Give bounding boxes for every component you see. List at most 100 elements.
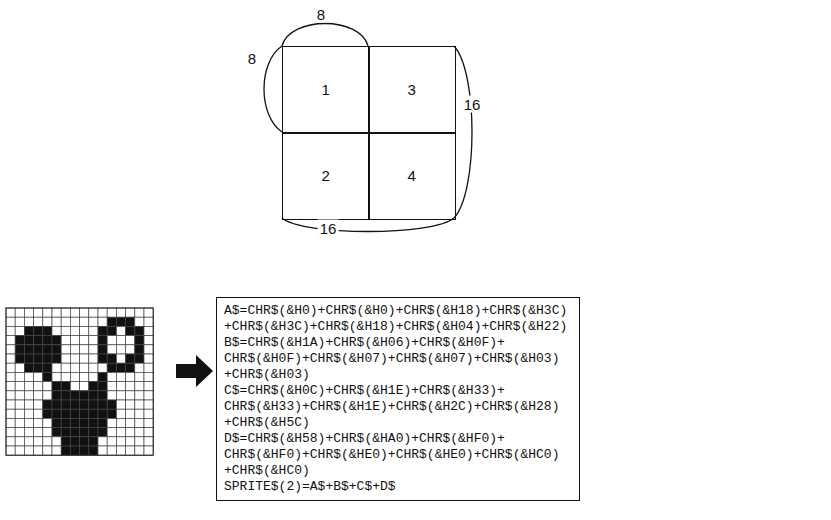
pixel-cell bbox=[89, 372, 98, 381]
pixel-cell bbox=[107, 391, 116, 400]
pixel-cell bbox=[80, 409, 89, 418]
pixel-cell bbox=[34, 326, 43, 335]
pixel-cell bbox=[107, 418, 116, 427]
pixel-cell bbox=[34, 409, 43, 418]
pixel-cell bbox=[89, 418, 98, 427]
pixel-cell bbox=[144, 446, 153, 455]
pixel-cell bbox=[61, 354, 70, 363]
pixel-cell bbox=[61, 336, 70, 345]
pixel-cell bbox=[15, 354, 24, 363]
pixel-cell bbox=[116, 326, 125, 335]
pixel-cell bbox=[135, 391, 144, 400]
pixel-cell bbox=[80, 446, 89, 455]
pixel-cell bbox=[116, 345, 125, 354]
pixel-cell bbox=[144, 326, 153, 335]
pixel-cell bbox=[89, 336, 98, 345]
pixel-cell bbox=[89, 428, 98, 437]
pixel-cell bbox=[43, 382, 52, 391]
pixel-cell bbox=[135, 400, 144, 409]
pixel-cell bbox=[144, 336, 153, 345]
pixel-cell bbox=[15, 336, 24, 345]
pixel-cell bbox=[24, 336, 33, 345]
pixel-cell bbox=[52, 363, 61, 372]
pixel-cell bbox=[34, 437, 43, 446]
sprite-quadrant: 3 bbox=[368, 46, 456, 134]
pixel-cell bbox=[98, 336, 107, 345]
pixel-cell bbox=[98, 418, 107, 427]
pixel-cell bbox=[24, 372, 33, 381]
pixel-cell bbox=[98, 317, 107, 326]
pixel-cell bbox=[34, 372, 43, 381]
pixel-cell bbox=[89, 363, 98, 372]
pixel-cell bbox=[34, 317, 43, 326]
pixel-cell bbox=[6, 336, 15, 345]
dimension-arc bbox=[282, 218, 454, 232]
pixel-cell bbox=[24, 363, 33, 372]
sprite-quadrant: 2 bbox=[282, 132, 370, 220]
pixel-cell bbox=[61, 326, 70, 335]
pixel-cell bbox=[34, 418, 43, 427]
pixel-cell bbox=[135, 446, 144, 455]
pixel-cell bbox=[34, 446, 43, 455]
pixel-cell bbox=[61, 446, 70, 455]
pixel-cell bbox=[89, 354, 98, 363]
pixel-cell bbox=[80, 345, 89, 354]
pixel-cell bbox=[135, 354, 144, 363]
pixel-cell bbox=[43, 308, 52, 317]
pixel-cell bbox=[24, 409, 33, 418]
code-line: A$=CHR$(&H0)+CHR$(&H0)+CHR$(&H18)+CHR$(&… bbox=[224, 303, 572, 335]
pixel-cell bbox=[89, 391, 98, 400]
pixel-cell bbox=[116, 363, 125, 372]
pixel-cell bbox=[107, 317, 116, 326]
arrow-symbol bbox=[176, 355, 213, 387]
pixel-cell bbox=[80, 354, 89, 363]
pixel-cell bbox=[89, 345, 98, 354]
pixel-cell bbox=[6, 382, 15, 391]
pixel-cell bbox=[61, 428, 70, 437]
pixel-cell bbox=[80, 418, 89, 427]
pixel-cell bbox=[52, 391, 61, 400]
pixel-cell bbox=[116, 317, 125, 326]
pixel-cell bbox=[24, 428, 33, 437]
pixel-cell bbox=[135, 336, 144, 345]
pixel-cell bbox=[70, 409, 79, 418]
pixel-cell bbox=[144, 418, 153, 427]
pixel-cell bbox=[70, 400, 79, 409]
pixel-cell bbox=[52, 446, 61, 455]
pixel-cell bbox=[61, 437, 70, 446]
pixel-cell bbox=[61, 418, 70, 427]
pixel-cell bbox=[6, 437, 15, 446]
pixel-cell bbox=[107, 354, 116, 363]
pixel-cell bbox=[15, 418, 24, 427]
pixel-cell bbox=[43, 446, 52, 455]
pixel-cell bbox=[107, 336, 116, 345]
pixel-cell bbox=[144, 354, 153, 363]
pixel-cell bbox=[116, 446, 125, 455]
pixel-cell bbox=[34, 428, 43, 437]
pixel-cell bbox=[70, 326, 79, 335]
pixel-cell bbox=[70, 372, 79, 381]
pixel-cell bbox=[15, 308, 24, 317]
pixel-cell bbox=[61, 363, 70, 372]
pixel-cell bbox=[70, 382, 79, 391]
pixel-cell bbox=[70, 428, 79, 437]
pixel-cell bbox=[135, 418, 144, 427]
pixel-cell bbox=[15, 391, 24, 400]
pixel-cell bbox=[116, 308, 125, 317]
pixel-cell bbox=[52, 336, 61, 345]
dimension-label: 16 bbox=[318, 220, 339, 237]
pixel-cell bbox=[89, 400, 98, 409]
pixel-cell bbox=[107, 437, 116, 446]
pixel-cell bbox=[52, 326, 61, 335]
pixel-cell bbox=[52, 382, 61, 391]
pixel-cell bbox=[107, 409, 116, 418]
dimension-label: 8 bbox=[315, 6, 327, 23]
pixel-cell bbox=[43, 336, 52, 345]
pixel-cell bbox=[107, 428, 116, 437]
pixel-cell bbox=[135, 372, 144, 381]
pixel-cell bbox=[144, 428, 153, 437]
pixel-cell bbox=[70, 391, 79, 400]
pixel-cell bbox=[126, 382, 135, 391]
pixel-cell bbox=[34, 308, 43, 317]
pixel-cell bbox=[6, 409, 15, 418]
